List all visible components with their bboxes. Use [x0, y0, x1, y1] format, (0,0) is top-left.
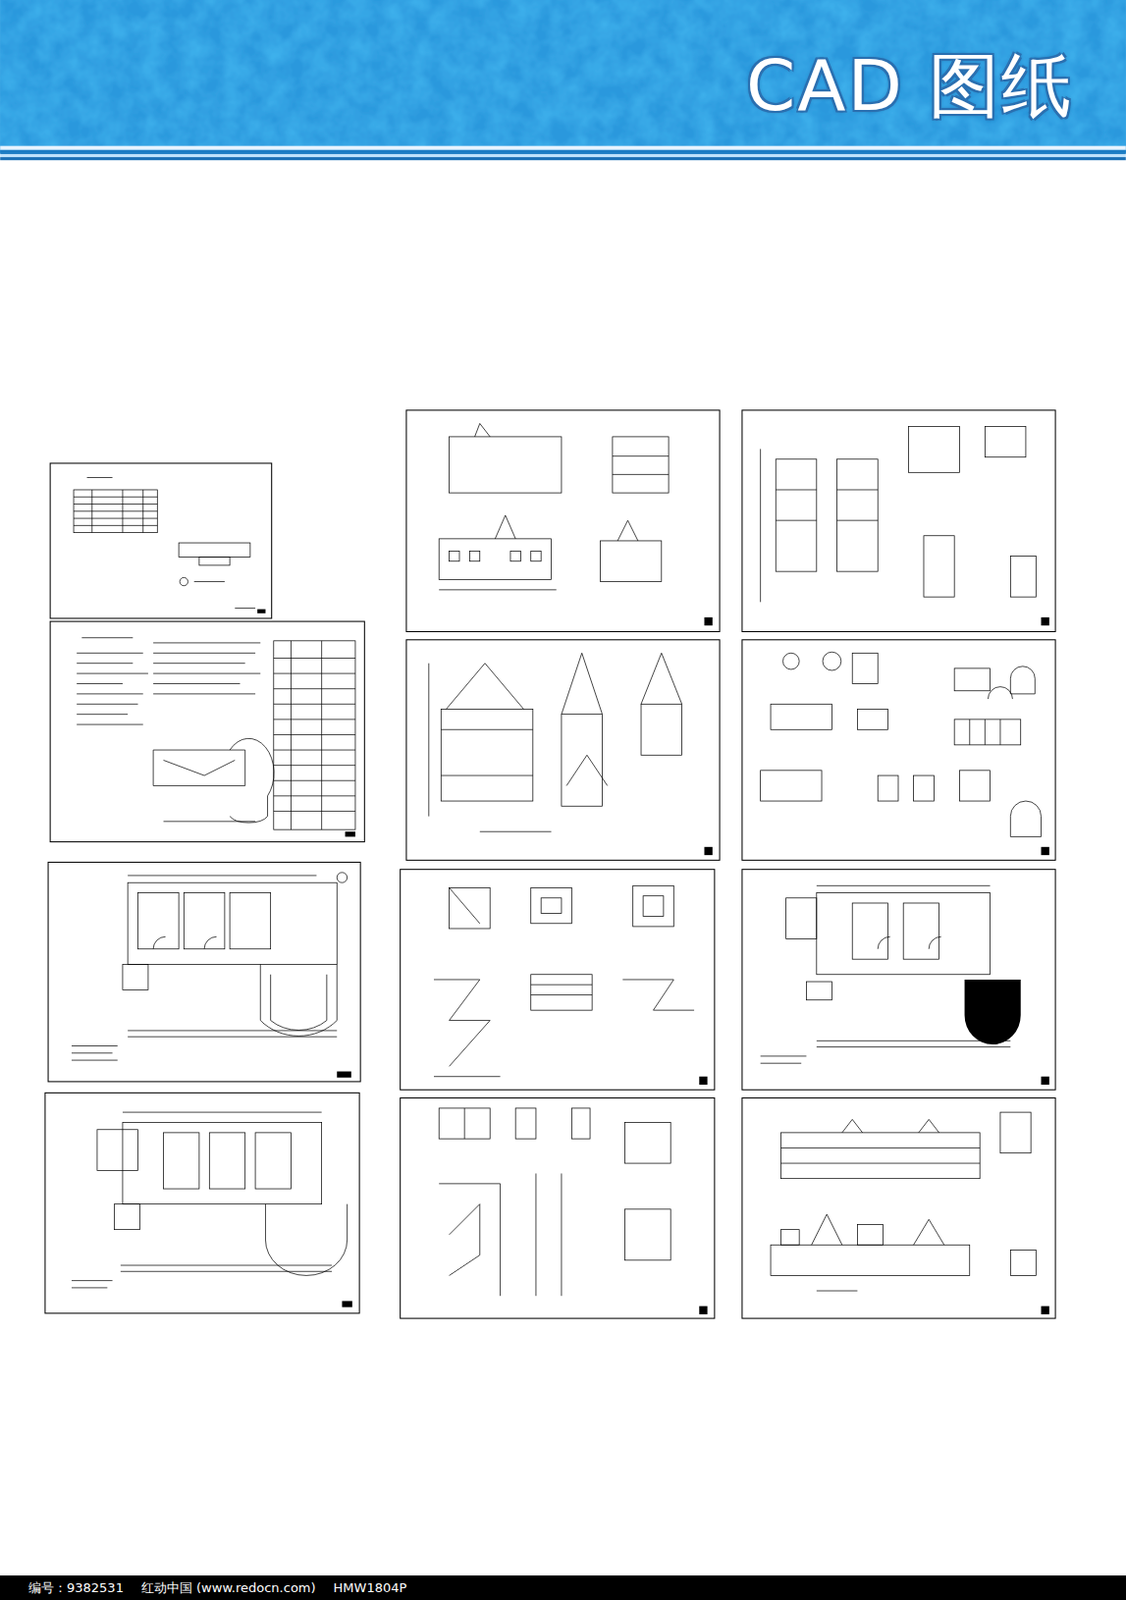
footer-text: 编号：9382531 红动中国 (www.redocn.com) HMW1804P [28, 1579, 425, 1598]
footer-label: HMW1804P [333, 1580, 408, 1596]
banner-title: CAD 图纸 [746, 39, 1074, 134]
footer-label: 红动中国 (www.redocn.com) [141, 1580, 317, 1596]
footer-label: 编号：9382531 [28, 1580, 124, 1596]
